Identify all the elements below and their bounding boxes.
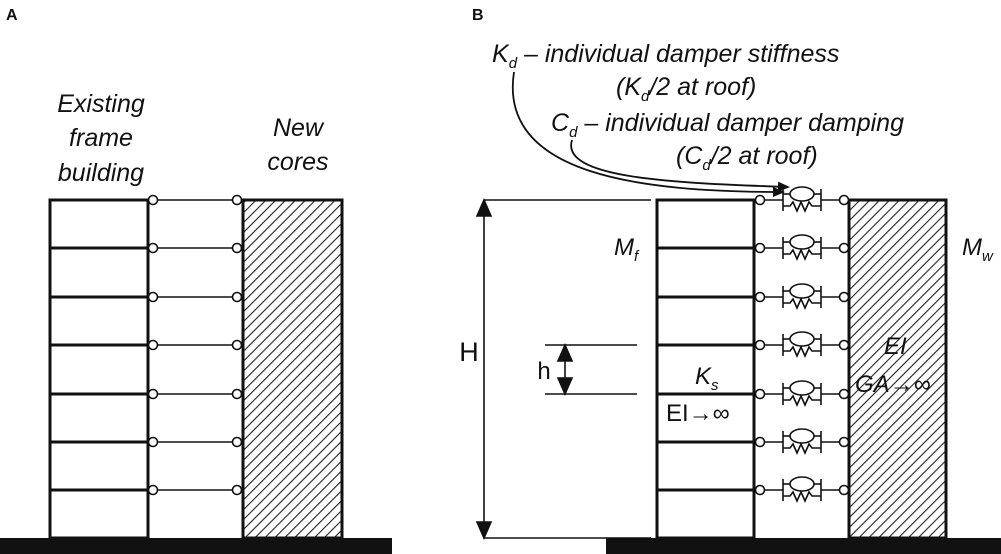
existing-label-line-3: building bbox=[58, 159, 144, 187]
H-label: H bbox=[459, 337, 479, 367]
cd-annotation: Cd – individual damper damping (Cd/2 at … bbox=[551, 109, 904, 174]
mw-subscript: w bbox=[982, 248, 994, 265]
pointer-arrows bbox=[511, 71, 790, 197]
mf-label: Mf bbox=[614, 234, 640, 265]
h-label: h bbox=[537, 358, 550, 385]
cd-roof-open: (C bbox=[676, 142, 703, 170]
cd-subscript: d bbox=[569, 124, 578, 141]
cd-roof-line: (Cd/2 at roof) bbox=[676, 142, 818, 174]
existing-label-line-2: frame bbox=[69, 124, 133, 152]
kd-line: Kd – individual damper stiffness bbox=[492, 40, 839, 72]
damper-link bbox=[754, 283, 850, 310]
cd-symbol: C bbox=[551, 109, 570, 137]
kd-pointer-arrow bbox=[511, 71, 785, 197]
dimension-h bbox=[545, 343, 637, 396]
kd-symbol: K bbox=[492, 40, 510, 68]
existing-label-line-1: Existing bbox=[57, 90, 145, 118]
damper-links bbox=[754, 186, 850, 503]
damper-link bbox=[754, 234, 850, 261]
kd-roof-close: /2 at roof) bbox=[647, 73, 756, 101]
panel-a-existing-label: Existing frame building bbox=[57, 90, 145, 187]
mw-label: Mw bbox=[962, 234, 994, 265]
cd-roof-close: /2 at roof) bbox=[709, 142, 818, 170]
damper-link bbox=[754, 428, 850, 455]
kd-description: – individual damper stiffness bbox=[517, 40, 839, 68]
kd-annotation: Kd – individual damper stiffness (Kd/2 a… bbox=[492, 40, 839, 105]
ks-symbol: K bbox=[695, 363, 712, 390]
panel-a-label: A bbox=[6, 7, 18, 24]
kd-roof-subscript: d bbox=[641, 88, 650, 105]
mf-subscript: f bbox=[634, 248, 640, 265]
cores-label-line-2: cores bbox=[267, 148, 328, 176]
mf-symbol: M bbox=[614, 234, 634, 261]
mw-symbol: M bbox=[962, 234, 982, 261]
cd-pointer-arrow bbox=[570, 139, 790, 192]
cd-line: Cd – individual damper damping bbox=[551, 109, 904, 141]
cores-label-line-1: New bbox=[273, 114, 325, 142]
dimension-H bbox=[475, 198, 651, 540]
panel-b-core-wall bbox=[847, 198, 948, 540]
kd-roof-line: (Kd/2 at roof) bbox=[616, 73, 756, 105]
panel-b-label: B bbox=[472, 7, 484, 24]
panel-a-links bbox=[147, 194, 243, 496]
ei-frame-label: EI→∞ bbox=[666, 400, 730, 427]
panel-a-frame-building bbox=[48, 198, 150, 540]
panel-b-frame-building bbox=[655, 198, 756, 540]
cd-roof-subscript: d bbox=[702, 157, 711, 174]
cd-description: – individual damper damping bbox=[577, 109, 904, 137]
damper-link bbox=[754, 186, 850, 213]
ks-label: Ks bbox=[695, 363, 719, 394]
damper-link bbox=[754, 476, 850, 503]
kd-subscript: d bbox=[509, 55, 518, 72]
ga-wall-label: GA→∞ bbox=[855, 371, 931, 398]
ks-subscript: s bbox=[711, 377, 719, 394]
damper-link bbox=[754, 380, 850, 407]
kd-roof-open: (K bbox=[616, 73, 642, 101]
panel-b-ground bbox=[606, 538, 1001, 554]
panel-a-core-wall bbox=[241, 198, 344, 540]
panel-a-ground bbox=[0, 538, 392, 554]
ei-wall-label: EI bbox=[884, 333, 907, 360]
panel-a-cores-label: New cores bbox=[267, 114, 328, 176]
damper-link bbox=[754, 331, 850, 358]
